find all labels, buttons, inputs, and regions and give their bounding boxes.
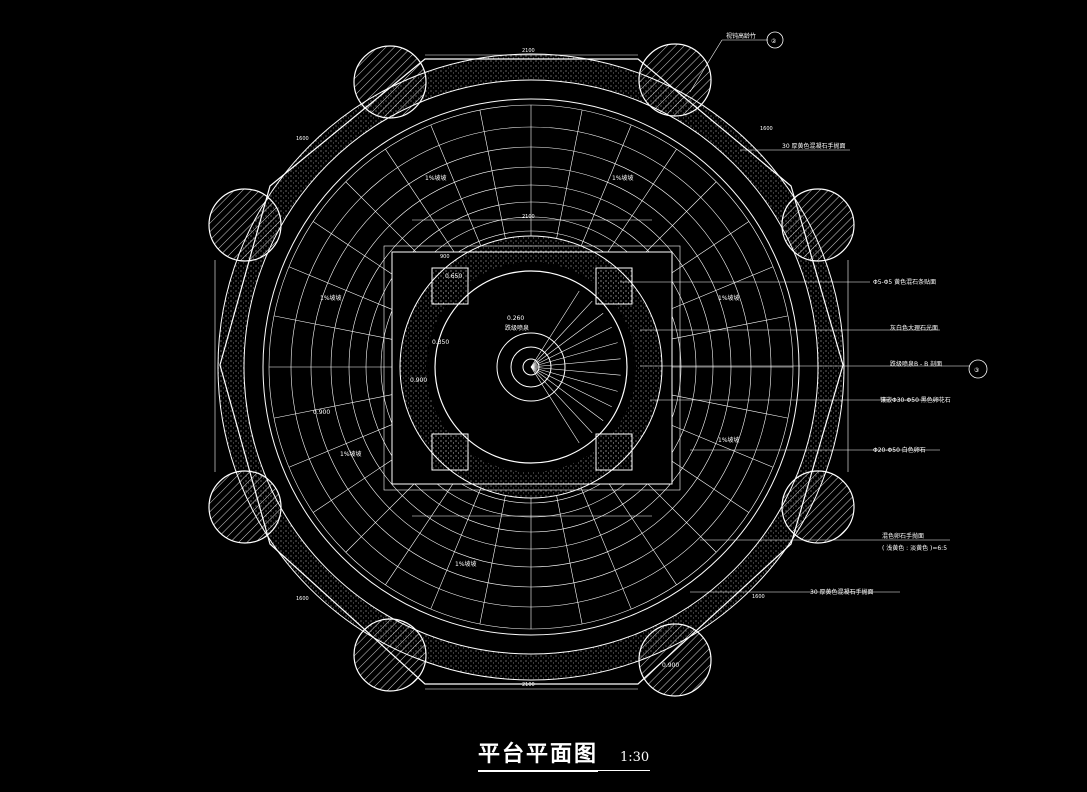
fan-line xyxy=(530,366,604,421)
slope-1: 1%坡坡 xyxy=(425,174,447,182)
pool-ring-4 xyxy=(522,358,540,376)
fan-line xyxy=(530,366,618,392)
columns xyxy=(208,43,855,697)
elev-column: 0.900 xyxy=(662,662,679,669)
fan-line xyxy=(530,290,580,368)
slope-4: 1%坡坡 xyxy=(718,294,740,302)
fan-line xyxy=(530,366,612,407)
slope-7: 1%坡坡 xyxy=(455,560,477,568)
section-tag-circle-2 xyxy=(766,31,784,49)
fan-line xyxy=(530,313,604,368)
dim-planter: 900 xyxy=(440,254,450,260)
fan-line xyxy=(530,327,612,368)
elev-center: 0.260 xyxy=(507,315,524,322)
radial-line xyxy=(288,416,411,468)
title-block: 平台平面图 xyxy=(478,736,599,772)
fan-line xyxy=(530,366,593,434)
radial-line xyxy=(659,392,789,419)
radial-line xyxy=(659,315,789,342)
radial-line xyxy=(603,475,677,586)
title-underline xyxy=(478,770,650,771)
ring-line-2 xyxy=(262,98,800,636)
callout-marble: 灰白色大理石光面 xyxy=(890,324,938,332)
slope-6: 1%坡坡 xyxy=(718,436,740,444)
fan-line xyxy=(530,300,593,368)
section-tag-2: ② xyxy=(771,38,777,45)
radial-line xyxy=(556,109,583,239)
dim-top: 2100 xyxy=(522,48,535,54)
radial-line xyxy=(556,495,583,625)
elev-planter: 0.650 xyxy=(445,273,462,280)
fountain-jet-lines xyxy=(530,290,621,444)
fan-line xyxy=(530,342,618,368)
callout-border-1: 30 厚黄色混凝石手抛面 xyxy=(782,142,846,150)
callout-mixed-pebble: 混色卵石手抛面 xyxy=(882,532,924,540)
elev-inner: 0.350 xyxy=(432,339,449,346)
callout-black-pebble: 镶嵌Φ30-Φ50 黑色卵花石 xyxy=(880,396,951,404)
dim-inner-top: 2100 xyxy=(522,214,535,220)
dim-nw: 1600 xyxy=(296,136,309,142)
callout-leaders xyxy=(620,39,970,593)
pebble-ring xyxy=(218,54,844,680)
radial-line xyxy=(385,148,459,259)
inner-pebble-ring xyxy=(400,236,662,498)
radial-line xyxy=(430,487,482,610)
section-tag-circle-3 xyxy=(968,359,988,379)
callout-strip: Φ5-Φ5 黄色混石条贴面 xyxy=(873,278,936,286)
radial-line xyxy=(580,124,632,247)
drawing-title: 平台平面图 xyxy=(478,736,599,772)
radial-line xyxy=(580,487,632,610)
radial-line xyxy=(430,124,482,247)
dim-ne: 1600 xyxy=(760,126,773,132)
slope-2: 1%坡坡 xyxy=(612,174,634,182)
elev-deck: 0.900 xyxy=(313,409,330,416)
ring-inner-line xyxy=(243,79,819,655)
ring-outer-line xyxy=(217,53,845,681)
radial-lines xyxy=(269,105,793,629)
dim-sw: 1600 xyxy=(296,596,309,602)
callout-ratio: ( 浅黄色 : 淡黄色 )=6:5 xyxy=(882,544,947,552)
radial-line xyxy=(479,495,506,625)
inner-ring-outer xyxy=(399,235,663,499)
dim-bottom: 2100 xyxy=(522,682,535,688)
elev-step: 0.900 xyxy=(410,377,427,384)
callout-section-bb: 跌级喷泉B - B 剖面 xyxy=(890,360,942,368)
fan-line xyxy=(530,366,580,444)
slope-5: 1%坡坡 xyxy=(340,450,362,458)
callout-bamboo: 视钝高龄竹 xyxy=(726,32,756,40)
slope-3: 1%坡坡 xyxy=(320,294,342,302)
pool-ring-2 xyxy=(496,332,566,402)
radial-line xyxy=(479,109,506,239)
center-label: 跌级喷泉 xyxy=(505,324,529,332)
pool-ring-3 xyxy=(510,346,552,388)
drawing-scale: 1:30 xyxy=(620,750,650,765)
fan-line xyxy=(530,366,621,376)
radial-line xyxy=(385,475,459,586)
fan-line xyxy=(530,358,621,368)
section-tag-3: ③ xyxy=(974,367,979,374)
callout-border-2: 30 厚黄色混凝石手抛面 xyxy=(810,588,874,596)
radial-line xyxy=(603,148,677,259)
dim-se: 1600 xyxy=(752,594,765,600)
radial-line xyxy=(273,315,403,342)
radial-line xyxy=(288,266,411,318)
corner-planters xyxy=(431,267,633,471)
radial-line xyxy=(273,392,403,419)
callout-white-pebble: Φ20-Φ50 白色卵石 xyxy=(873,446,926,454)
